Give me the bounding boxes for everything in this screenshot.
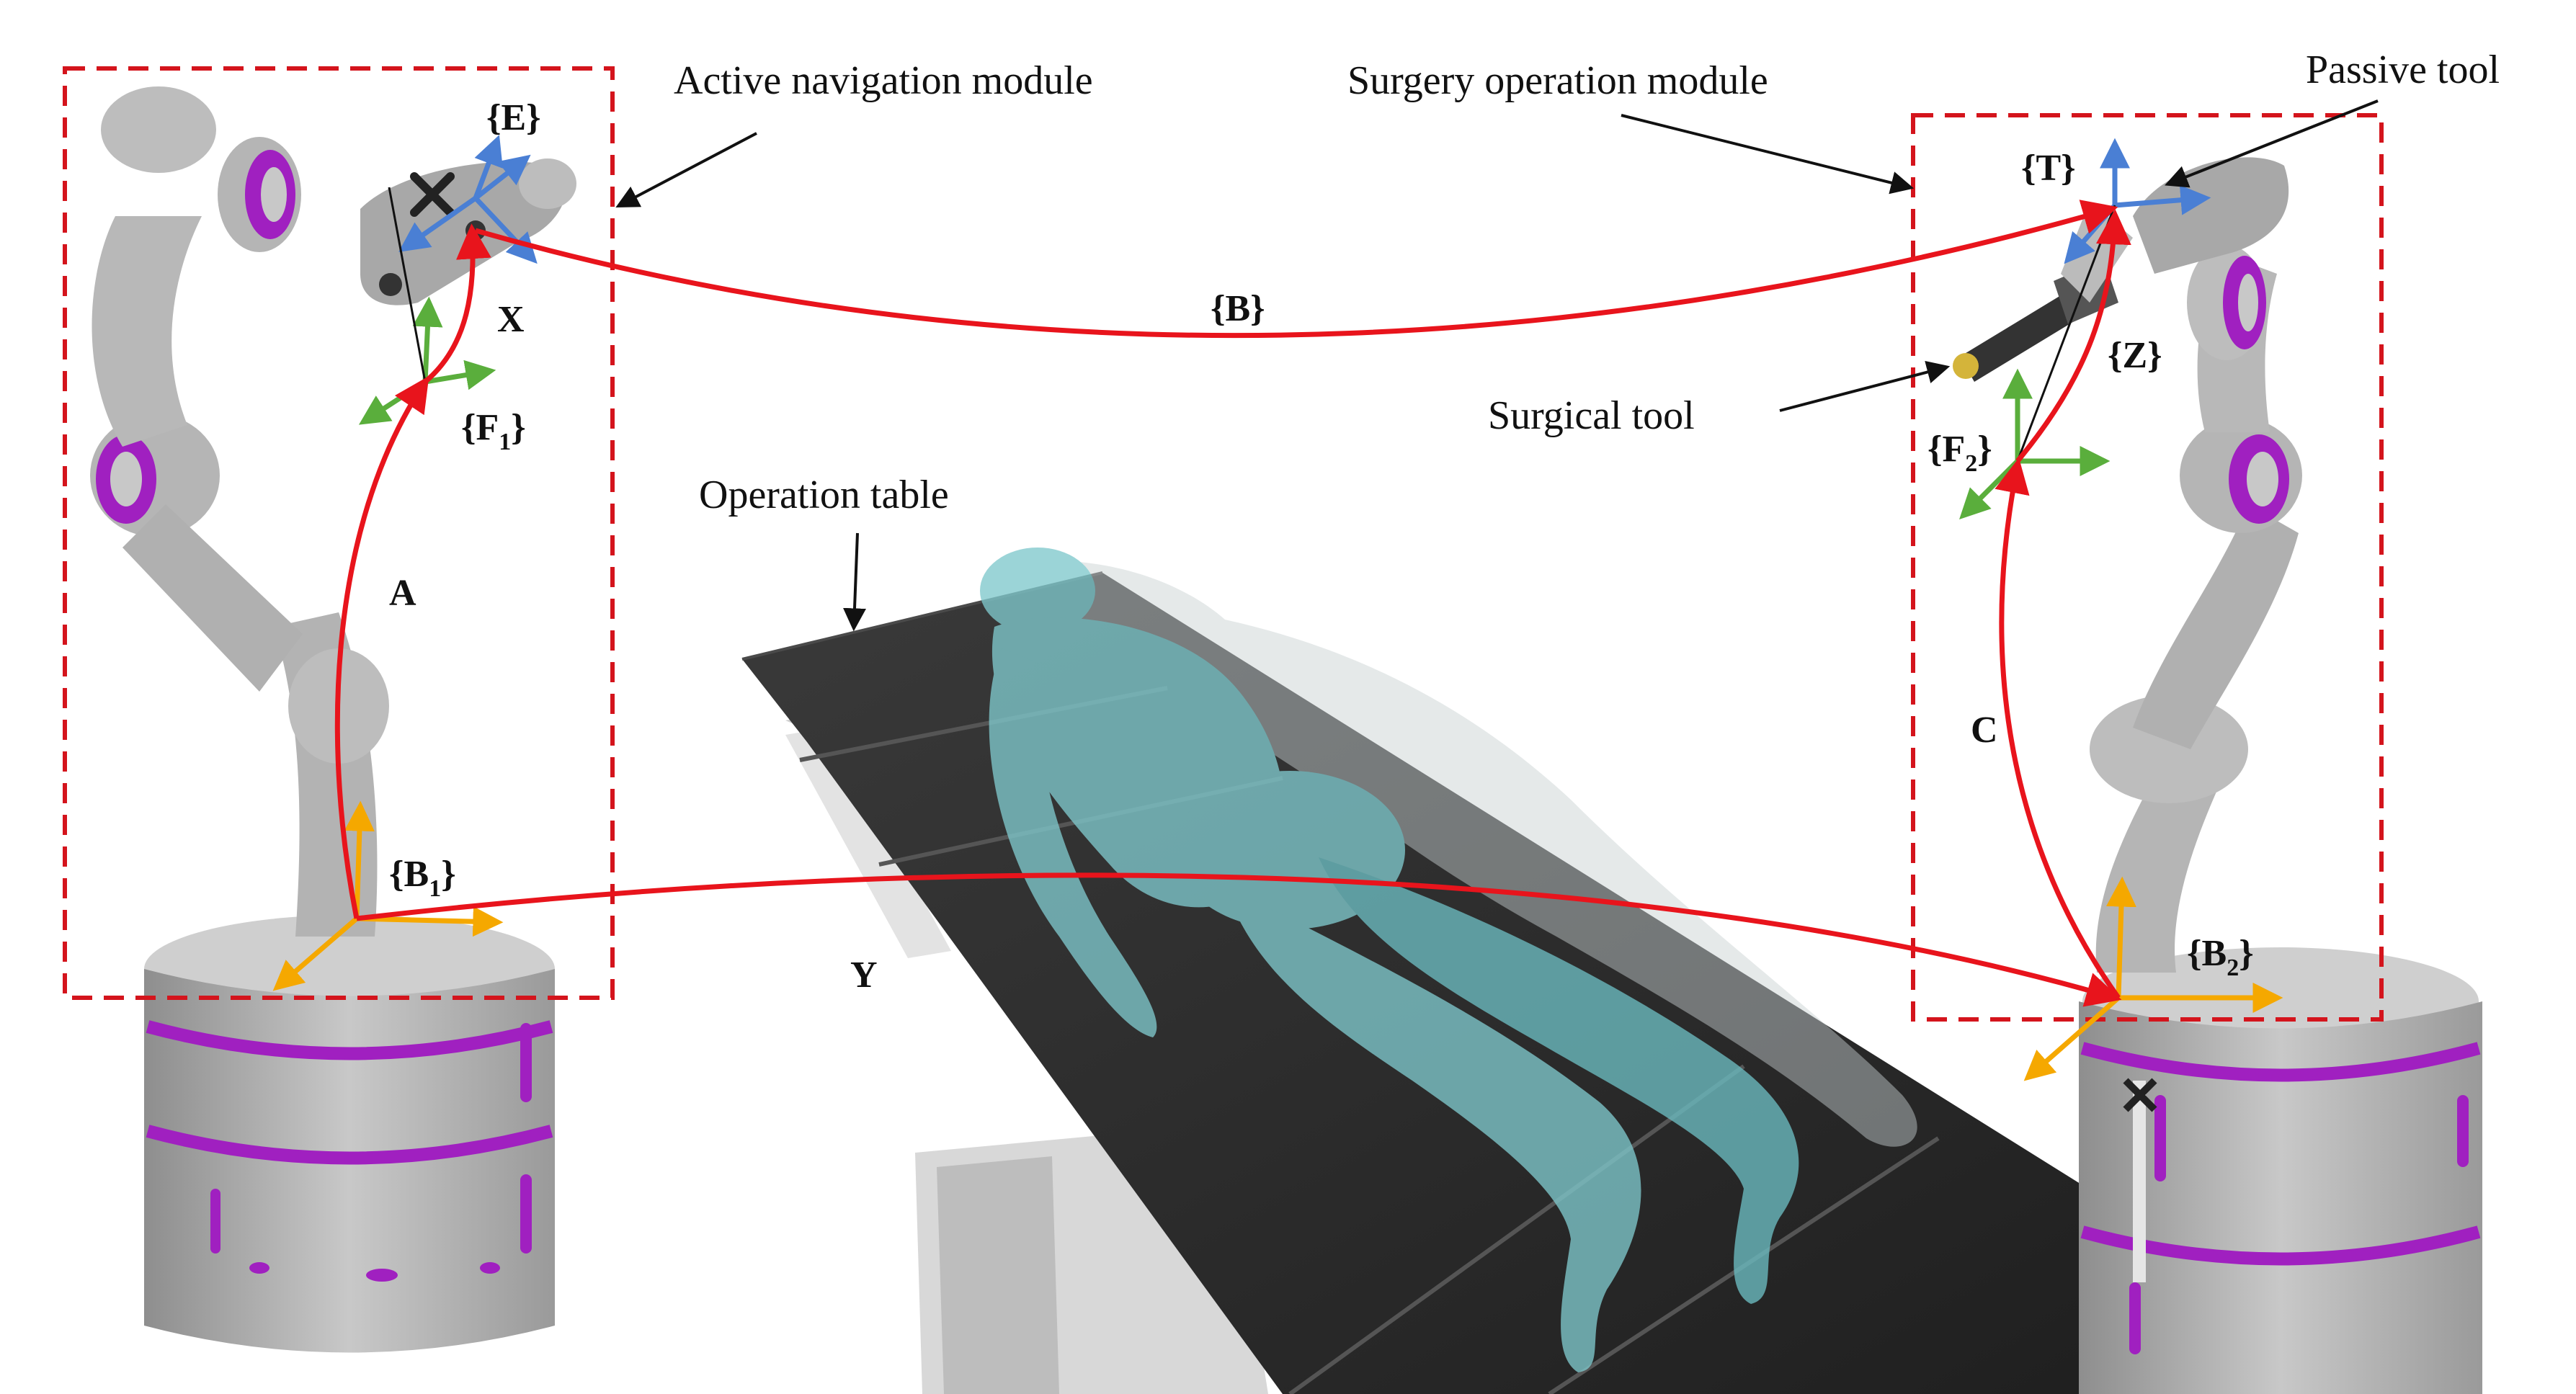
- transform-x-arrow: [423, 223, 491, 384]
- surgical-robot: [1953, 157, 2482, 1394]
- transform-y-arrow: [356, 872, 2122, 1007]
- transform-a-label: A: [389, 573, 416, 614]
- callout-arrows: [615, 99, 2379, 632]
- transform-c-label: C: [1971, 710, 1998, 751]
- frame-f1-axes: [358, 296, 496, 425]
- frame-e-axes: [398, 135, 538, 264]
- frame-z-label: {Z}: [2108, 335, 2162, 376]
- transform-a-arrow: [334, 375, 429, 919]
- passive-tool-label: Passive tool: [2306, 48, 2500, 92]
- transform-b-arrow: [475, 200, 2118, 339]
- frame-f1-label: {F1}: [461, 407, 526, 455]
- frame-f2-label: {F2}: [1927, 429, 1992, 477]
- surgery-module-box: [1911, 113, 2384, 1022]
- navigation-robot: [90, 86, 576, 1353]
- operation-table-label: Operation table: [699, 473, 949, 517]
- transform-arrows: [334, 200, 2131, 1007]
- transform-c-arrow: [1995, 457, 2121, 1000]
- patient-model: [980, 548, 1917, 1372]
- active-navigation-module-label: Active navigation module: [674, 58, 1093, 103]
- frame-t-label: {T}: [2021, 148, 2076, 189]
- transform-x-label: X: [497, 299, 525, 340]
- navigation-module-box: [63, 66, 615, 1000]
- frame-b1-axes: [272, 800, 504, 991]
- frame-e-label: {E}: [486, 97, 541, 138]
- frame-b2-label: {B2}: [2187, 933, 2254, 981]
- transform-z-arrow: [2015, 209, 2131, 463]
- transform-y-label: Y: [850, 955, 878, 996]
- frame-b1-label: {B1}: [389, 854, 456, 902]
- surgery-operation-module-label: Surgery operation module: [1347, 58, 1768, 103]
- frame-b-label: {B}: [1211, 288, 1265, 329]
- surgical-tool-label: Surgical tool: [1488, 393, 1695, 438]
